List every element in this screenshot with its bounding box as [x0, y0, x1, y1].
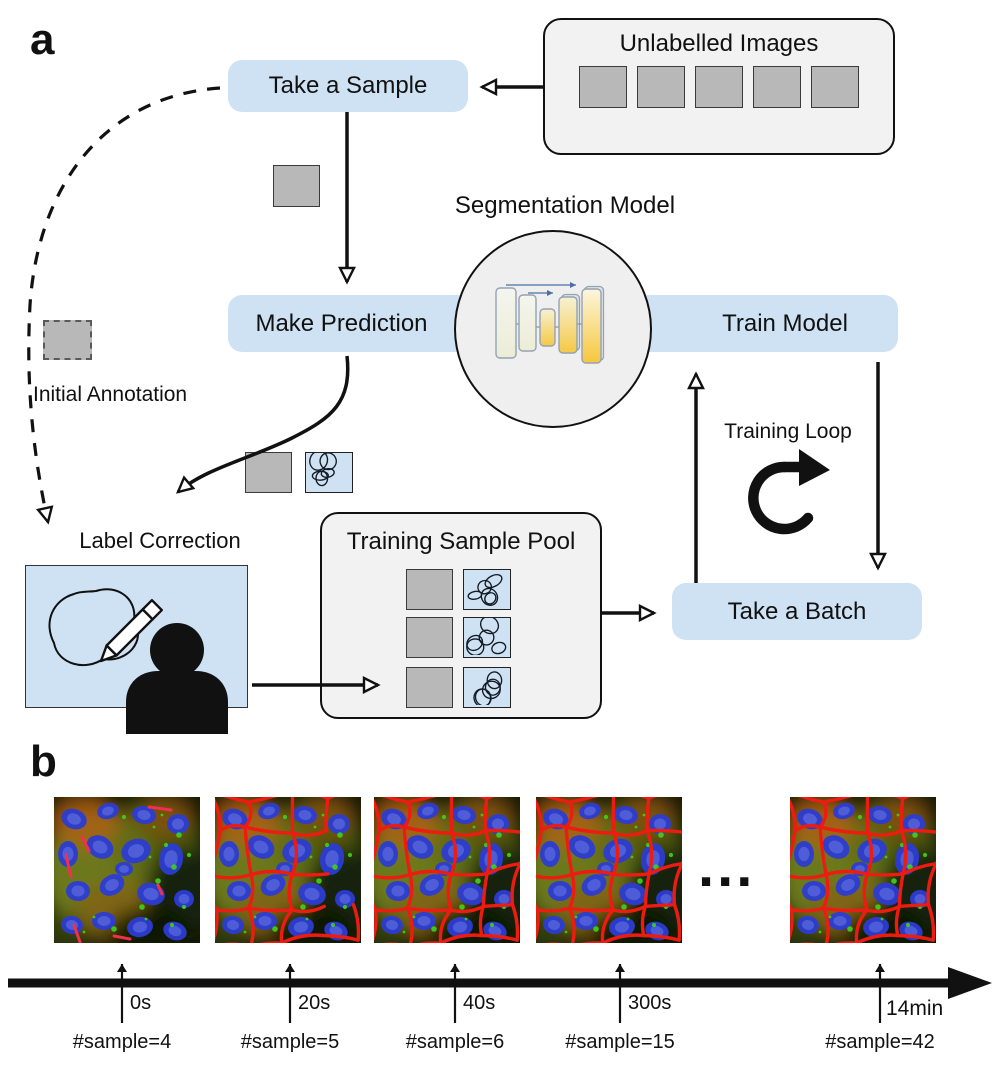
training-sample-pool-title: Training Sample Pool: [346, 528, 576, 555]
annotation-outline: [48, 588, 140, 667]
segmentation-model-label: Segmentation Model: [454, 192, 676, 219]
panel-a-label: a: [30, 15, 55, 64]
pool-label-thumbnail: [463, 667, 511, 708]
initial-annotation-thumbnail: [43, 320, 92, 360]
unlabelled-thumbnail: [811, 66, 859, 108]
person-icon: [126, 623, 228, 734]
microscopy-image-4: [536, 797, 682, 943]
unlabelled-thumbnails: [545, 66, 893, 108]
unlabelled-thumbnail: [637, 66, 685, 108]
make-prediction-node: Make Prediction: [255, 309, 428, 337]
unlabelled-images-title: Unlabelled Images: [619, 30, 819, 57]
unlabelled-thumbnail: [753, 66, 801, 108]
training-sample-pool-box: Training Sample Pool: [320, 512, 602, 719]
pool-image-thumbnail: [406, 569, 453, 610]
unlabelled-thumbnail: [579, 66, 627, 108]
label-correction-label: Label Correction: [79, 528, 241, 553]
train-model-node: Train Model: [722, 309, 848, 337]
take-a-batch-node: Take a Batch: [672, 583, 922, 640]
unlabelled-thumbnail: [695, 66, 743, 108]
sample-count-label: #sample=42: [825, 1031, 935, 1053]
microscopy-image-3: [374, 797, 520, 943]
predicted-label-thumbnail: [305, 452, 353, 493]
pool-label-thumbnail: [463, 617, 511, 658]
annotator-scene: [48, 588, 228, 734]
arrow-initial-annotation: [27, 86, 221, 525]
panel-b-label: b: [30, 737, 57, 786]
microscopy-image-5: [790, 797, 936, 943]
microscopy-image-2: [215, 797, 361, 943]
timeline-time-label: 14min: [886, 997, 944, 1020]
training-loop-label: Training Loop: [724, 420, 852, 443]
ellipsis: ...: [698, 834, 756, 899]
unlabelled-images-box: Unlabelled Images: [543, 18, 895, 155]
timeline-time-label: 300s: [628, 992, 672, 1014]
sample-count-label: #sample=6: [405, 1031, 505, 1053]
take-a-sample-node: Take a Sample: [228, 60, 468, 112]
sampled-image-thumbnail: [273, 165, 320, 207]
sample-count-label: #sample=5: [240, 1031, 340, 1053]
pool-image-thumbnail: [406, 617, 453, 658]
unet-architecture-icon: [495, 282, 605, 364]
sample-count-label: #sample=15: [565, 1031, 675, 1053]
refresh-loop-icon: [748, 449, 830, 535]
pool-label-thumbnail: [463, 569, 511, 610]
initial-annotation-label: Initial Annotation: [33, 383, 188, 406]
sample-count-label: #sample=4: [72, 1031, 172, 1053]
pencil-icon: [99, 598, 164, 663]
timeline-arrowhead: [948, 967, 992, 999]
timeline-time-label: 20s: [298, 992, 331, 1014]
timeline-time-label: 0s: [130, 992, 152, 1014]
microscopy-image-1: [54, 797, 200, 943]
pool-image-thumbnail: [406, 667, 453, 708]
predicted-image-thumbnail: [245, 452, 292, 493]
timeline-time-label: 40s: [463, 992, 496, 1014]
